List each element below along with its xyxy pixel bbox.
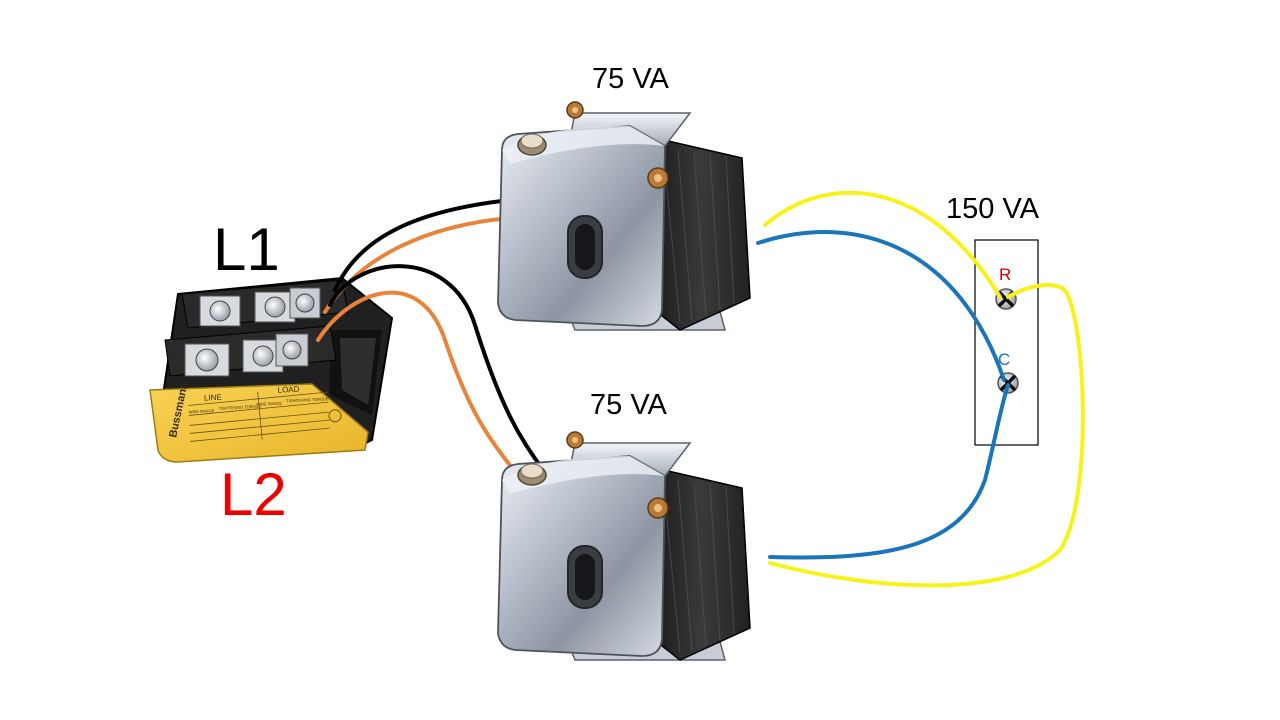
yellow-wire-top bbox=[763, 190, 1002, 299]
fuse-block: Bussmann LINE LOAD WIRE RANGE TIGHTENING… bbox=[149, 276, 394, 463]
transformer-top-rating: 75 VA bbox=[592, 63, 669, 95]
combined-output-rating: 150 VA bbox=[946, 193, 1039, 225]
fuse-header-3: WIRE RANGE bbox=[256, 401, 282, 407]
terminal-c-label: C bbox=[998, 350, 1011, 369]
blue-wire-bottom bbox=[768, 383, 1010, 560]
terminal-r-label: R bbox=[999, 265, 1012, 284]
fuse-column-line: LINE bbox=[204, 393, 222, 403]
fuse-header-1: WIRE RANGE bbox=[189, 408, 215, 414]
transformer-bottom bbox=[497, 431, 751, 661]
fuse-header-2: TIGHTENING TORQUE bbox=[218, 404, 261, 411]
fuse-header-4: TIGHTENING TORQUE bbox=[286, 396, 329, 403]
transformer-bottom-rating: 75 VA bbox=[590, 389, 667, 421]
fuse-column-load: LOAD bbox=[277, 385, 299, 395]
line-1-label: L1 bbox=[213, 216, 280, 283]
blue-wire-top bbox=[756, 230, 1006, 382]
transformer-top bbox=[497, 101, 751, 331]
secondary-wires bbox=[756, 190, 1085, 588]
yellow-wire-bottom bbox=[768, 283, 1085, 588]
line-2-label: L2 bbox=[220, 461, 287, 528]
black-wire-top bbox=[333, 198, 512, 292]
black-wire-bottom bbox=[328, 264, 547, 474]
orange-wire-bottom bbox=[316, 290, 522, 480]
primary-wires bbox=[316, 198, 547, 480]
